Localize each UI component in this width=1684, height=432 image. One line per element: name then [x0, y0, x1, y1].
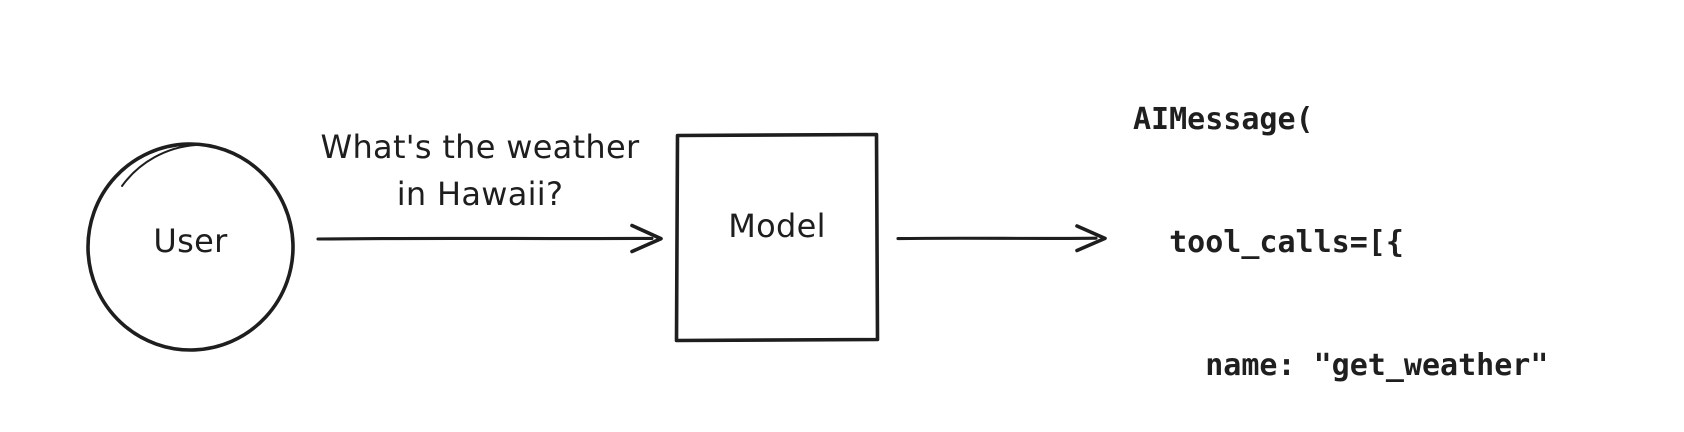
- user-to-model-arrow-head: [630, 223, 663, 254]
- model-to-output-arrow-head: [1075, 224, 1107, 253]
- user-message-label: What's the weather in Hawaii?: [260, 124, 700, 218]
- ai-message-code-block: AIMessage( tool_calls=[{ name: "get_weat…: [1133, 17, 1585, 432]
- user-message-line1: What's the weather: [320, 128, 640, 166]
- code-line: tool_calls=[{: [1133, 225, 1404, 260]
- user-message-line2: in Hawaii?: [396, 175, 564, 213]
- user-circle: [86, 142, 295, 352]
- code-line: name: "get_weather": [1133, 348, 1549, 383]
- model-box: [674, 132, 880, 343]
- user-circle-sketch-overlap: [121, 144, 197, 187]
- code-line: AIMessage(: [1133, 102, 1314, 137]
- model-node-label: Model: [728, 207, 826, 245]
- user-to-model-arrow-line: [316, 236, 654, 241]
- user-node-label: User: [153, 222, 228, 260]
